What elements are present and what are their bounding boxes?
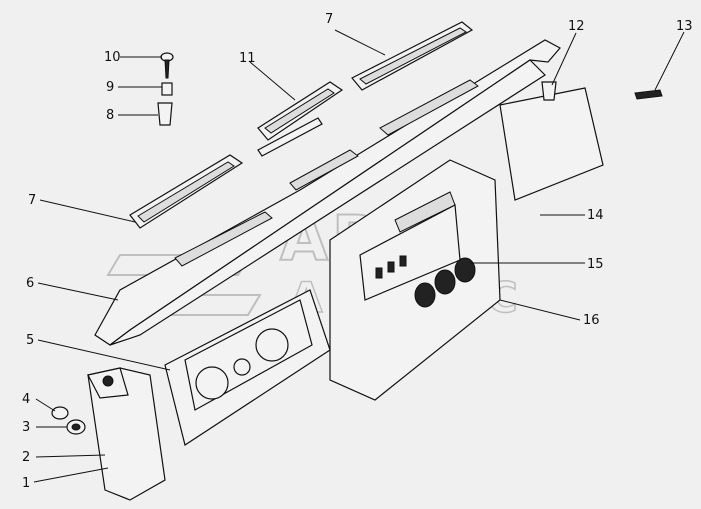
callout-2: 2 (22, 450, 30, 465)
round-gauges (414, 257, 476, 308)
callout-13: 13 (676, 19, 693, 34)
callout-1: 1 (22, 476, 30, 491)
switch-block (375, 255, 407, 279)
callout-10: 10 (104, 50, 121, 65)
callout-7-top: 7 (325, 12, 333, 27)
dashboard-top-panel (94, 39, 561, 346)
callout-3: 3 (22, 420, 30, 435)
callout-8: 8 (106, 108, 114, 123)
callout-16: 16 (583, 313, 600, 328)
callout-6: 6 (26, 276, 34, 291)
screw-13 (634, 89, 663, 100)
instrument-cluster (164, 289, 331, 446)
callout-labels: 1 2 3 4 5 6 7 7 8 9 10 11 12 13 14 15 16 (22, 12, 693, 491)
callout-12: 12 (568, 19, 585, 34)
fasteners (157, 52, 174, 126)
knob-parts (51, 406, 86, 435)
left-console-column (87, 367, 166, 501)
callout-7-left: 7 (28, 193, 36, 208)
leader-lines (33, 29, 685, 483)
callout-4: 4 (22, 392, 30, 407)
center-vent (257, 81, 344, 157)
clip-12 (541, 81, 557, 101)
air-grille-left (129, 154, 244, 229)
callout-5: 5 (26, 333, 34, 348)
callout-11: 11 (239, 51, 256, 66)
center-console (329, 159, 501, 401)
air-grille-top (351, 21, 474, 91)
callout-15: 15 (587, 257, 604, 272)
side-panel (499, 87, 604, 201)
callout-9: 9 (106, 80, 114, 95)
callout-14: 14 (587, 208, 604, 223)
